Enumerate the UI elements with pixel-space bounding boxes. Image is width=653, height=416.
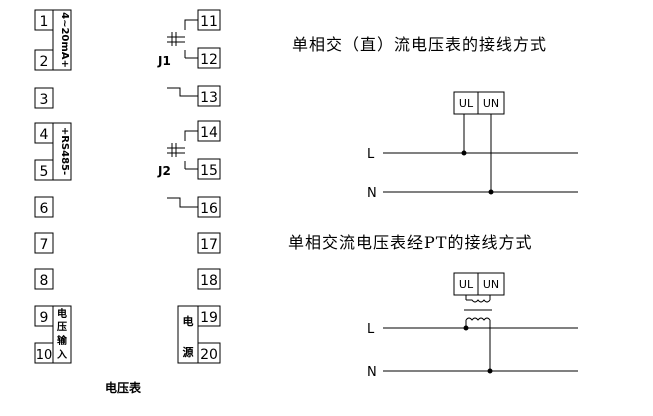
voltage-input-char-1: 电 <box>57 307 67 320</box>
analog-output-label: 4~20mA+ <box>59 12 70 68</box>
terminal-9: 9 <box>40 310 49 326</box>
direct-line-n-label: N <box>367 186 377 201</box>
analog-output-label-box <box>52 9 72 71</box>
direct-line-l-label: L <box>367 147 375 162</box>
terminal-14: 14 <box>200 125 218 141</box>
terminal-7: 7 <box>40 237 49 253</box>
pt-secondary-coil <box>466 299 491 303</box>
un-junction-dot <box>488 189 494 195</box>
terminal-19: 19 <box>200 310 218 326</box>
terminal-1: 1 <box>40 14 49 30</box>
terminal-18: 18 <box>200 273 218 289</box>
terminal-15: 15 <box>200 163 218 179</box>
terminal-2: 2 <box>40 54 49 70</box>
power-char-2: 源 <box>183 345 194 359</box>
pt-line-l-label: L <box>367 322 375 337</box>
pt-wiring-diagram <box>383 272 578 372</box>
pt-ul-label: UL <box>459 278 474 291</box>
terminal-3-box <box>34 87 54 109</box>
relay-j1-label: J1 <box>157 54 171 68</box>
direct-wiring-diagram <box>383 91 578 193</box>
rs485-label-box <box>52 122 72 181</box>
terminal-13: 13 <box>200 90 218 106</box>
terminal-11: 11 <box>200 14 218 30</box>
terminal-8-box <box>34 268 54 290</box>
pt-meter-un-terminal-box <box>477 272 505 296</box>
voltage-input-label-box <box>52 305 72 364</box>
voltage-input-char-3: 输 <box>57 334 68 347</box>
meter-caption: 电压表 <box>105 380 142 395</box>
direct-un-label: UN <box>483 97 499 110</box>
terminal-18-box <box>197 268 221 290</box>
pt-diagram-title: 单相交流电压表经PT的接线方式 <box>288 233 532 252</box>
terminal-8: 8 <box>40 273 49 289</box>
pt-un-label: UN <box>483 278 499 291</box>
terminal-17-box <box>197 232 221 254</box>
pt-primary-coil <box>465 317 491 321</box>
relay-j1-contact-symbol <box>167 19 198 97</box>
pt-line-n-label: N <box>367 365 377 380</box>
direct-diagram-title: 单相交（直）流电压表的接线方式 <box>292 35 547 54</box>
voltage-input-char-2: 压 <box>57 321 67 333</box>
terminal-4: 4 <box>40 127 49 143</box>
terminal-12: 12 <box>200 52 218 68</box>
terminal-17: 17 <box>200 237 218 253</box>
terminal-10: 10 <box>36 348 53 363</box>
relay-j2-label: J2 <box>157 164 171 178</box>
power-label-box <box>177 305 199 364</box>
terminal-5: 5 <box>40 164 49 180</box>
pt-l-junction-dot <box>463 325 469 331</box>
terminal-block-left <box>34 9 72 364</box>
pt-n-junction-dot <box>487 368 493 374</box>
terminal-20: 20 <box>200 347 218 363</box>
terminal-16: 16 <box>200 201 218 217</box>
ul-junction-dot <box>461 150 467 156</box>
rs485-label: +RS485- <box>59 127 70 175</box>
direct-ul-label: UL <box>459 97 474 110</box>
power-char-1: 电 <box>183 314 194 328</box>
relay-j2-contact-symbol <box>167 130 198 208</box>
terminal-6-box <box>34 196 54 218</box>
terminal-6: 6 <box>40 201 49 217</box>
terminal-3: 3 <box>40 92 49 108</box>
voltage-input-char-4: 入 <box>57 349 67 361</box>
terminal-7-box <box>34 232 54 254</box>
